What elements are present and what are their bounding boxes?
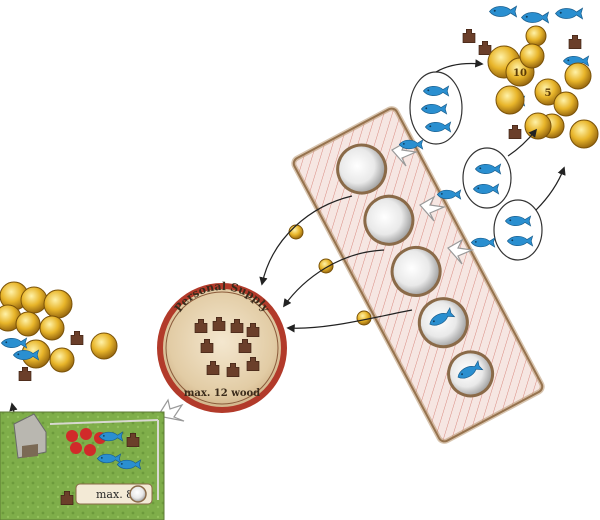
coin-icon	[495, 85, 525, 115]
fish-token-icon	[521, 11, 549, 24]
arrow-icon	[283, 249, 385, 308]
arrow-icon	[259, 195, 353, 286]
cottage-icon	[13, 413, 47, 459]
coin-icon	[564, 62, 592, 90]
fish-group-bubble	[409, 71, 463, 145]
arrow-icon	[286, 309, 413, 333]
fish-token-icon	[1, 337, 27, 349]
reward-pile-left	[0, 281, 118, 382]
coin-icon	[20, 286, 48, 314]
coin-icon	[43, 289, 73, 319]
fish-token-icon	[436, 189, 462, 200]
farm-board: max. 8	[0, 411, 165, 520]
farm-limit-label: max. 8	[96, 488, 133, 501]
reward-pile: 10 5	[462, 5, 599, 149]
coin-icon	[519, 43, 545, 69]
wood-token-icon	[568, 34, 582, 50]
coin-icon	[553, 91, 579, 117]
fish-token-icon	[489, 5, 517, 18]
fish-token-icon	[555, 7, 583, 20]
coin-value-label: 5	[545, 88, 552, 99]
wood-token-icon	[462, 28, 476, 44]
coin-icon	[39, 315, 65, 341]
coin-icon	[524, 112, 552, 140]
arrow-icon	[535, 166, 566, 211]
coin-icon	[569, 119, 599, 149]
wood-token-icon	[478, 40, 492, 56]
arrow-icon	[507, 128, 538, 157]
coin-icon	[90, 332, 118, 360]
fish-group-bubble	[462, 147, 512, 209]
coin-icon	[356, 310, 372, 326]
boat-slot-icon	[336, 143, 388, 195]
boat-slot-icon	[363, 194, 415, 246]
personal-supply-disc: Personal Supply max. 12 wood	[157, 280, 287, 413]
fish-token-icon	[470, 237, 496, 248]
coin-icon	[49, 347, 75, 373]
wood-token-icon	[18, 366, 32, 382]
fish-token-icon	[398, 139, 424, 150]
wood-token-icon	[508, 124, 522, 140]
fish-group-bubble	[493, 199, 543, 261]
personal-supply-limit: max. 12 wood	[184, 388, 260, 399]
coin-icon	[15, 311, 41, 337]
coin-icon	[525, 25, 547, 47]
coin-icon	[288, 224, 304, 240]
boat-slot-icon	[390, 245, 442, 297]
boat-slot-icon	[129, 485, 147, 503]
wood-token-icon	[70, 330, 84, 346]
boat-slot-icon	[417, 297, 469, 349]
arrow-icon	[435, 59, 484, 73]
fishing-strip	[291, 106, 545, 444]
coin-value-label: 10	[513, 68, 527, 79]
flow-arrows	[9, 59, 566, 493]
coin-icon	[534, 78, 562, 106]
